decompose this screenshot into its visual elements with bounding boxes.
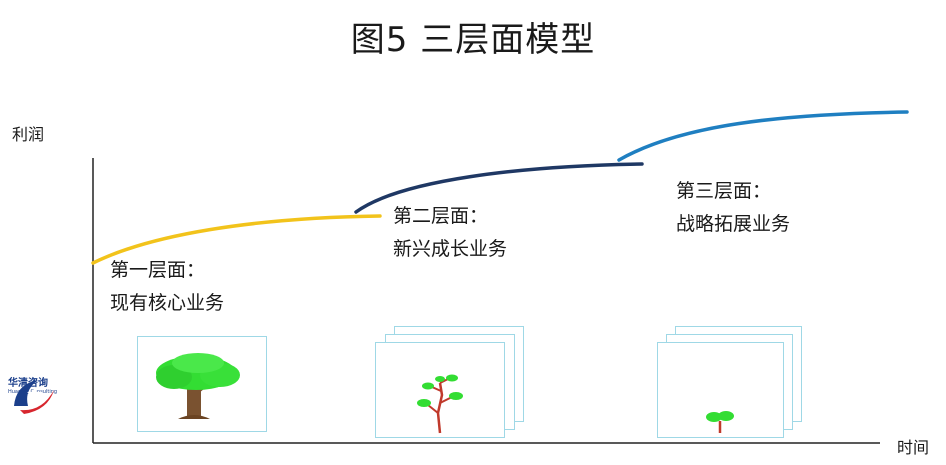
layer2-label: 第二层面： 新兴成长业务 <box>393 200 507 266</box>
layer1-label: 第一层面： 现有核心业务 <box>110 254 224 320</box>
y-axis-label: 利润 <box>12 125 45 144</box>
logo-mark-icon <box>14 380 54 414</box>
sapling-image-card <box>375 342 505 438</box>
layer3-curve <box>617 110 909 162</box>
tree-image-card <box>137 336 267 432</box>
sprout-icon <box>706 411 734 433</box>
layer1-title: 第一层面： <box>110 259 206 281</box>
layer2-title: 第二层面： <box>393 205 489 227</box>
layer3-label: 第三层面： 战略拓展业务 <box>676 175 790 241</box>
page-title: 图5 三层面模型 <box>350 20 596 60</box>
x-axis-label: 时间 <box>897 438 930 457</box>
layer2-desc: 新兴成长业务 <box>393 238 508 260</box>
layer2-curve <box>354 162 644 214</box>
big-tree-icon <box>156 353 240 419</box>
sapling-icon <box>417 374 463 434</box>
layer3-desc: 战略拓展业务 <box>676 213 791 235</box>
layer1-desc: 现有核心业务 <box>110 292 225 314</box>
sprout-image-card <box>657 342 784 438</box>
company-logo: 华清咨询 Huaqing Consulting <box>8 376 60 436</box>
layer1-curve <box>91 214 382 265</box>
layer3-title: 第三层面： <box>676 180 772 202</box>
